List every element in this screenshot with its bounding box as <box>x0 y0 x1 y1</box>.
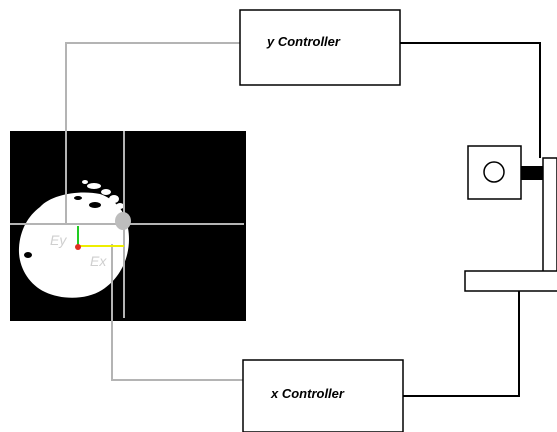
x-feedback-line <box>111 244 243 381</box>
blob-fragment <box>82 180 88 184</box>
blob-speck <box>74 196 82 200</box>
error-y-label: Ey <box>50 232 67 248</box>
image-center-dot <box>75 244 81 250</box>
blob-fragment <box>87 183 101 189</box>
x-controller-label: x Controller <box>270 386 345 401</box>
camera-lens-icon <box>483 161 505 183</box>
camera-mount <box>521 166 543 180</box>
pan-base <box>464 270 557 292</box>
y-controller-label: y Controller <box>266 34 341 49</box>
blob-fragment <box>109 195 119 203</box>
blob-speck <box>24 252 32 258</box>
camera-image <box>10 131 246 321</box>
tilt-column <box>542 157 557 273</box>
pan-tilt-stand <box>464 157 557 292</box>
blob-speck <box>89 202 101 208</box>
blob-fragment <box>101 189 111 195</box>
x-control-line <box>403 290 520 397</box>
camera <box>467 145 543 200</box>
target-blob <box>18 192 129 298</box>
y-feedback-line <box>65 42 240 224</box>
blob-fragment <box>116 203 124 209</box>
error-x-label: Ex <box>90 253 107 269</box>
x-controller-block: x Controller <box>242 359 404 432</box>
y-control-line <box>400 42 541 158</box>
y-controller-block: y Controller <box>239 9 401 86</box>
target-marker <box>115 212 131 230</box>
